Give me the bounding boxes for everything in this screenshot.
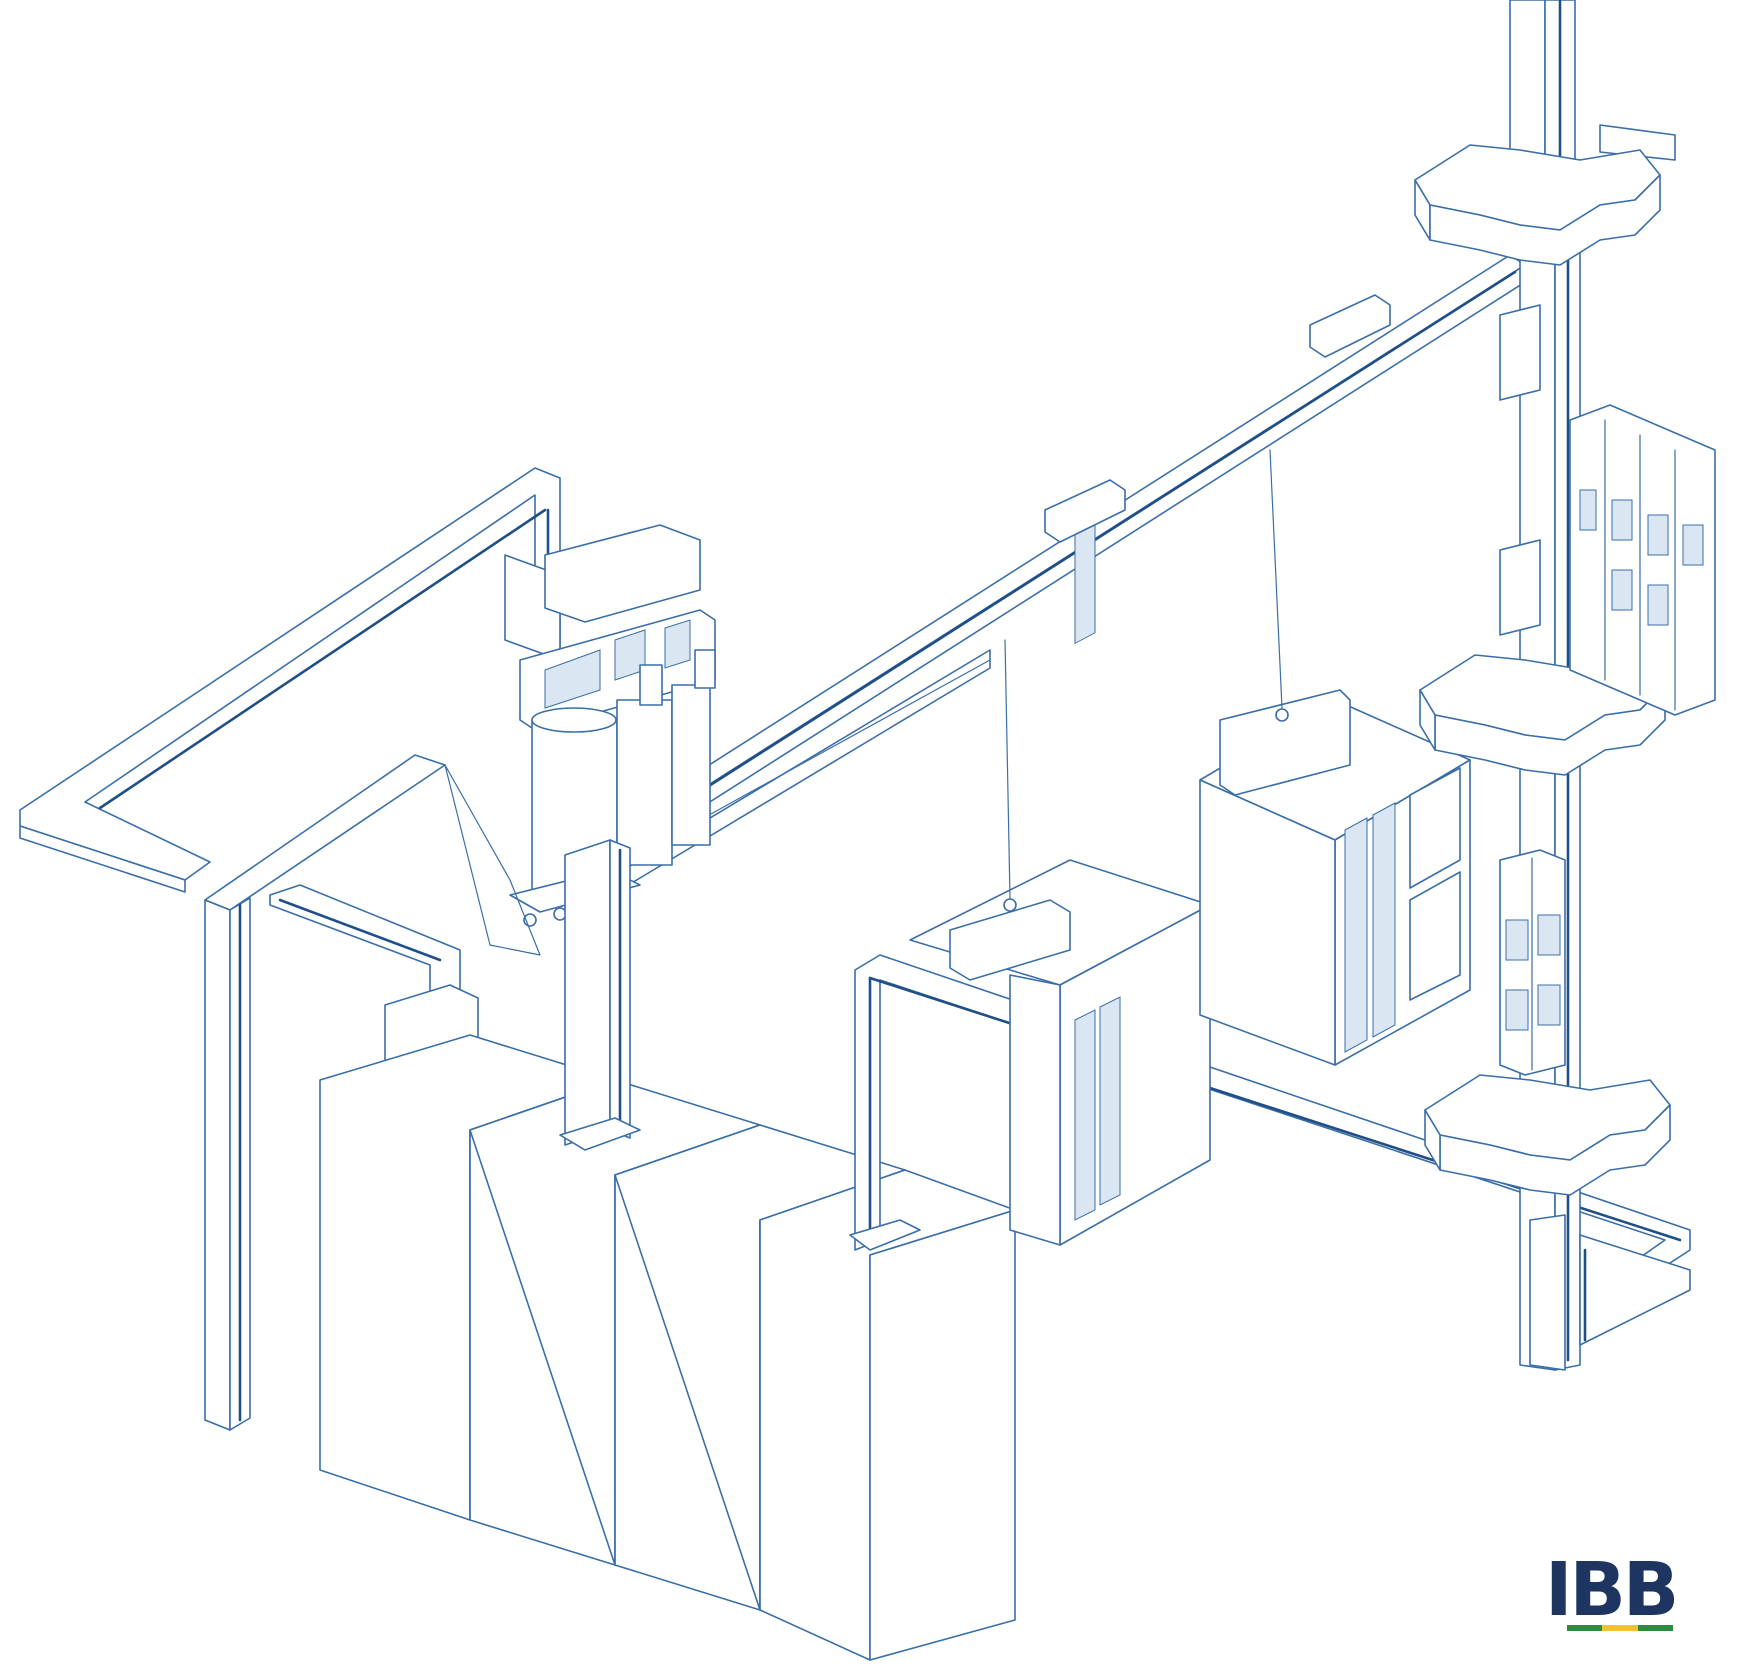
ibb-logo-stripe [1567,1625,1673,1631]
riser-floor-slab-top [1414,144,1661,266]
stripe-yellow [1602,1625,1638,1631]
left-vertical-busway-leg [204,754,541,1431]
stripe-green-left [1567,1625,1603,1631]
left-upper-busway [19,467,561,893]
riser-tap-boxes [1499,304,1541,636]
stripe-green-right [1637,1625,1673,1631]
switchboard-lineup [319,1034,1016,1661]
rear-right-cabinet-vents [1344,767,1461,1053]
transformer-terminal-fins [544,619,716,709]
riser-floor-slab-bottom [1424,1074,1671,1196]
busway-tap-off-boxes [1044,294,1391,543]
rear-left-cabinet-vents [1074,996,1121,1221]
right-floor-busway-return [1529,1214,1691,1371]
upper-distribution-panel [1569,404,1716,716]
lower-distribution-panel [1499,849,1566,1076]
center-vertical-busway [559,839,641,1151]
ibb-logo-text: IBB [1545,1555,1679,1625]
rear-left-drive-cabinet [909,497,1211,1246]
ibb-logo: IBB [1545,1555,1685,1635]
rear-right-drive-cabinet [1199,449,1471,1066]
